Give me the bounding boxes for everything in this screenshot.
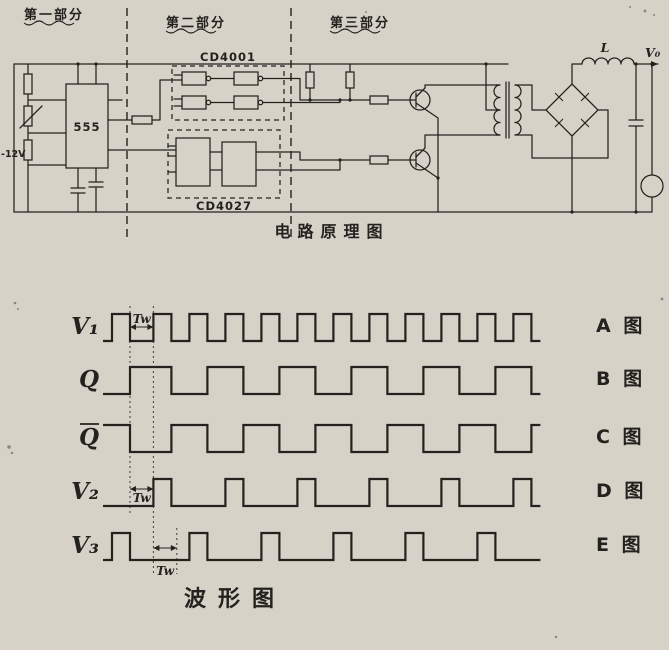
ic-555-body — [65, 83, 109, 169]
waveform-trace-row-2 — [103, 423, 541, 454]
bridge-rectifier — [545, 83, 599, 137]
potentiometer — [23, 105, 33, 127]
figure-label-row-3: D 图 — [596, 480, 646, 502]
junction-dots — [76, 62, 654, 214]
flip-flop — [221, 141, 257, 187]
flip-flop — [175, 137, 211, 187]
tw-arrowhead — [147, 324, 154, 330]
transformer-core — [505, 81, 510, 139]
schematic-caption: 电路原理图 — [274, 222, 389, 241]
circuit-wiring — [13, 63, 659, 213]
squiggle-underline — [165, 28, 217, 34]
tw-arrowhead — [153, 545, 160, 551]
inductor-label: L — [600, 40, 610, 55]
bridge-diode-mark — [580, 92, 590, 102]
cd4027-label: CD4027 — [196, 199, 252, 213]
resistor — [23, 73, 33, 95]
transformer-primary — [493, 84, 501, 136]
waveform-trace-row-3 — [103, 477, 541, 508]
cd4001-dashed-box — [171, 65, 285, 121]
inverter-bubble — [257, 99, 264, 106]
signal-label-row-3: V₂ — [71, 478, 99, 505]
supply-label: -12V — [1, 149, 26, 160]
section-3-label: 第三部分 — [330, 15, 390, 31]
output-arrowhead — [651, 61, 658, 67]
resistor — [369, 95, 389, 105]
resistor — [345, 71, 355, 89]
waveform-trace-row-1 — [103, 365, 541, 396]
resistor — [23, 139, 33, 161]
nor-gate — [233, 95, 259, 110]
inverter-bubble — [257, 75, 264, 82]
waveform-caption: 波形图 — [184, 587, 286, 612]
nor-gate — [233, 71, 259, 86]
scan-specks — [7, 6, 664, 639]
tw-arrowhead — [130, 486, 136, 492]
figure-label-row-1: B 图 — [596, 368, 645, 390]
resistor — [131, 115, 153, 125]
schematic: 第一部分 第二部分 第三部分 555 CD4001 CD4027 — [1, 7, 664, 241]
tw-label: Tw — [133, 491, 152, 505]
transistor — [409, 149, 431, 171]
tw-label: Tw — [133, 312, 152, 326]
bridge-diode-mark — [554, 92, 564, 102]
section-2-label: 第二部分 — [166, 15, 226, 31]
squiggle-underline — [23, 20, 75, 26]
section-1-label: 第一部分 — [24, 7, 84, 23]
squiggle-underline — [329, 28, 381, 34]
figure-label-row-0: A 图 — [596, 315, 645, 337]
figure-label-row-4: E 图 — [596, 534, 644, 556]
ic-555-label: 555 — [73, 120, 100, 134]
tw-arrowhead — [147, 486, 154, 492]
cd4001-label: CD4001 — [200, 50, 256, 64]
figure-label-row-2: C 图 — [596, 426, 645, 448]
inverter-bubble — [205, 99, 212, 106]
inductor-coil — [581, 57, 635, 65]
signal-label-row-4: V₃ — [71, 532, 99, 559]
tw-label: Tw — [156, 564, 175, 578]
transistor — [409, 89, 431, 111]
signal-label-row-1: Q — [79, 366, 99, 393]
waveform-trace-row-4 — [103, 531, 541, 562]
bridge-diode-mark — [580, 118, 590, 128]
resistor — [369, 155, 389, 165]
load-symbol — [640, 174, 664, 198]
transformer-secondary — [514, 84, 522, 136]
output-label: V₀ — [645, 45, 661, 60]
nor-gate — [181, 71, 207, 86]
inverter-bubble — [205, 75, 212, 82]
bridge-diode-mark — [554, 118, 564, 128]
cd4027-dashed-box — [167, 129, 281, 199]
tw-arrowhead — [170, 545, 177, 551]
signal-label-row-2: Q — [79, 424, 99, 451]
nor-gate — [181, 95, 207, 110]
waveform-trace-row-0 — [103, 312, 541, 343]
resistor — [305, 71, 315, 89]
signal-label-row-0: V₁ — [71, 313, 99, 340]
tw-arrowhead — [130, 324, 136, 330]
